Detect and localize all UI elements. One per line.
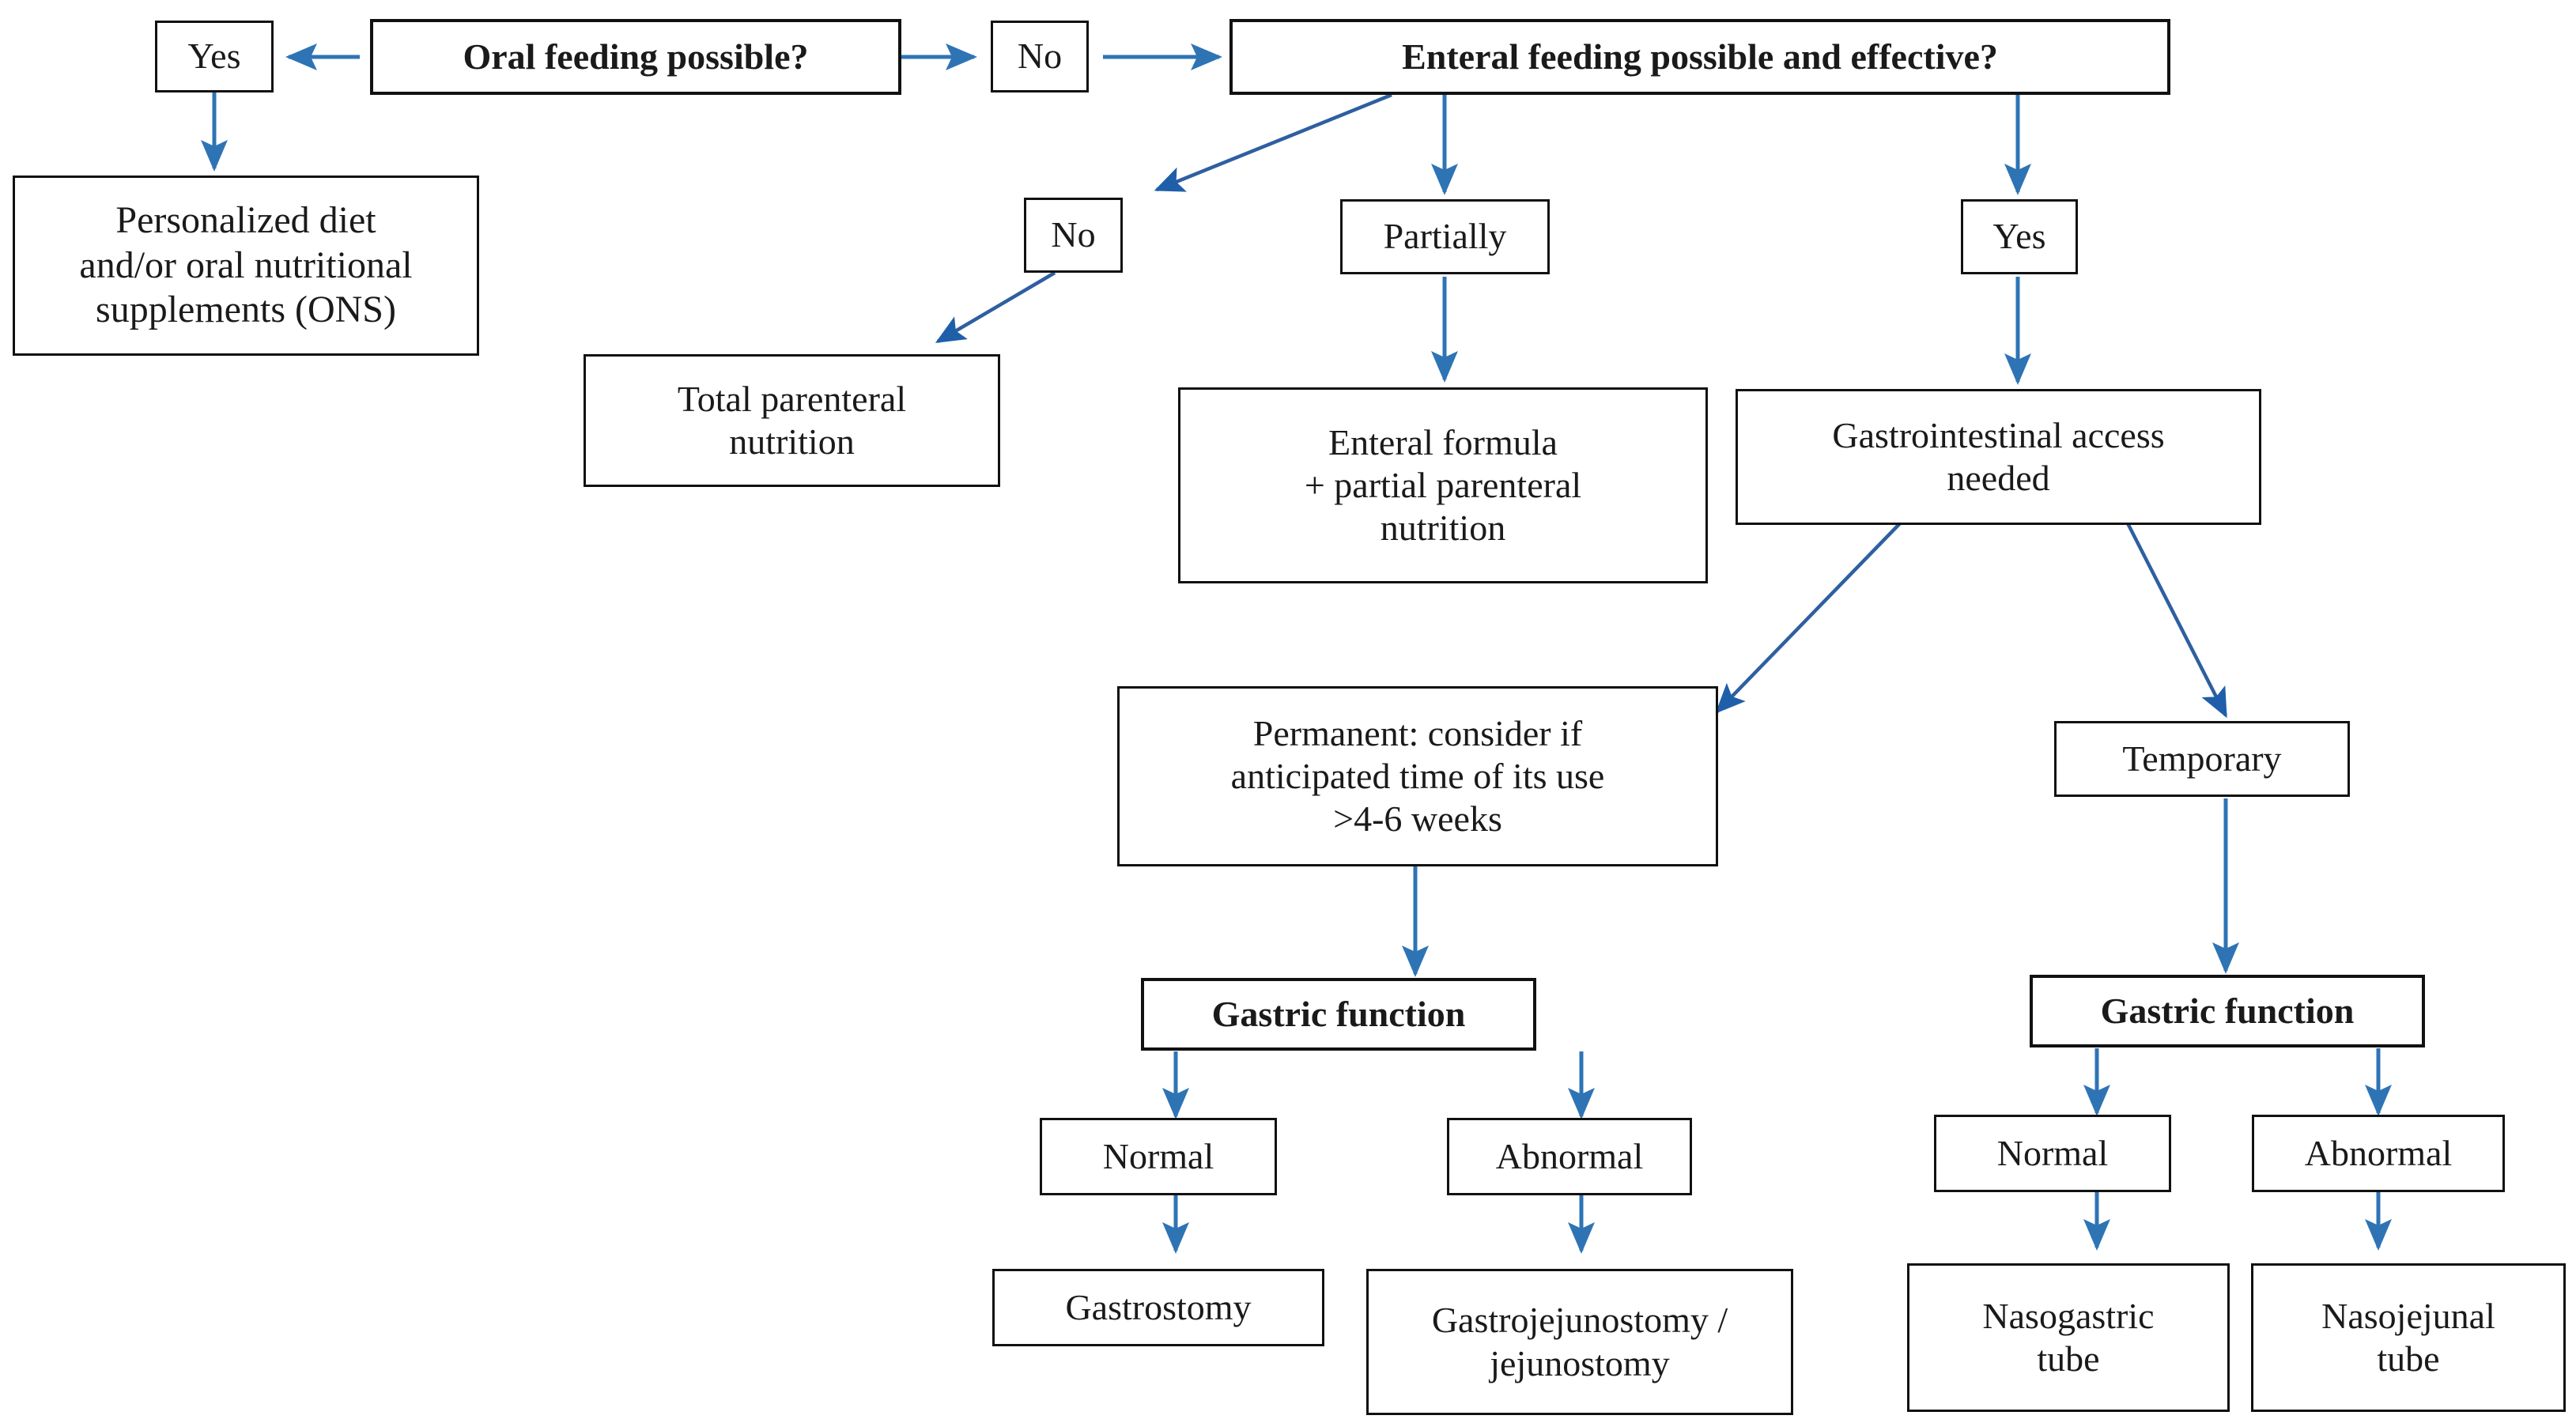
edge-enteral-to-no (1154, 92, 1392, 192)
node-enteral-partially[interactable]: Partially (1340, 199, 1550, 274)
node-enteral-no[interactable]: No (1024, 198, 1123, 273)
node-total-parenteral-nutrition[interactable]: Total parenteral nutrition (584, 354, 1000, 487)
node-enteral-yes[interactable]: Yes (1961, 199, 2078, 274)
node-left-abnormal[interactable]: Abnormal (1447, 1118, 1692, 1195)
node-oral-no[interactable]: No (991, 21, 1089, 92)
node-oral-yes[interactable]: Yes (155, 21, 274, 92)
edge-gi-to-permanent (1715, 520, 1903, 714)
node-right-normal[interactable]: Normal (1934, 1115, 2171, 1192)
node-temporary-access[interactable]: Temporary (2054, 721, 2350, 797)
node-oral-feeding-possible[interactable]: Oral feeding possible? (370, 19, 901, 95)
node-nasojejunal-tube[interactable]: Nasojejunal tube (2251, 1263, 2566, 1412)
node-gastrostomy[interactable]: Gastrostomy (992, 1269, 1324, 1346)
node-personalized-diet[interactable]: Personalized diet and/or oral nutritiona… (13, 176, 479, 356)
node-gastrojejunostomy[interactable]: Gastrojejunostomy / jejunostomy (1366, 1269, 1793, 1415)
edge-gi-to-temporary (2125, 520, 2228, 719)
node-gastric-function-left[interactable]: Gastric function (1141, 978, 1536, 1051)
node-enteral-formula-partial-pn[interactable]: Enteral formula + partial parenteral nut… (1178, 387, 1708, 583)
node-gastric-function-right[interactable]: Gastric function (2030, 975, 2425, 1047)
node-enteral-feeding-possible[interactable]: Enteral feeding possible and effective? (1229, 19, 2170, 95)
node-permanent-access[interactable]: Permanent: consider if anticipated time … (1117, 686, 1718, 866)
edge-no-to-tpn (935, 271, 1056, 343)
node-gi-access-needed[interactable]: Gastrointestinal access needed (1736, 389, 2261, 525)
node-left-normal[interactable]: Normal (1040, 1118, 1277, 1195)
node-nasogastric-tube[interactable]: Nasogastric tube (1907, 1263, 2230, 1412)
node-right-abnormal[interactable]: Abnormal (2252, 1115, 2505, 1192)
